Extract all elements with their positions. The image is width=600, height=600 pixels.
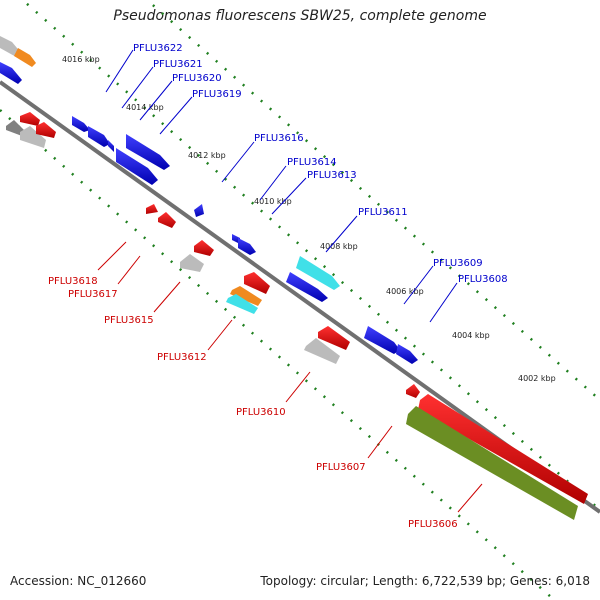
gene-feature-red[interactable] [194,240,214,256]
label-leader [221,141,255,183]
kbp-tick: 4014 kbp [126,103,164,112]
gene-feature-red[interactable] [406,384,420,398]
gene-feature-cyan[interactable] [296,256,340,290]
gene-feature-blue[interactable] [286,272,328,302]
gene-feature-orange[interactable] [230,286,262,306]
gene-label-pflu3613[interactable]: PFLU3613 [307,170,357,181]
gene-label-pflu3620[interactable]: PFLU3620 [172,73,222,84]
gene-label-pflu3614[interactable]: PFLU3614 [287,157,337,168]
kbp-tick: 4004 kbp [452,331,490,340]
gene-label-pflu3606[interactable]: PFLU3606 [408,519,458,530]
label-leader [457,483,483,513]
gene-feature-blue[interactable] [0,62,22,84]
gene-feature-blue[interactable] [396,344,418,364]
label-leader [367,425,393,459]
reverse-gene-labels: PFLU3618 PFLU3617 PFLU3615 PFLU3612 PFLU… [48,241,483,530]
gene-feature-cyan[interactable] [226,294,258,314]
gene-feature-blue[interactable] [72,116,90,132]
gene-feature-gray[interactable] [180,254,204,272]
gene-feature-blue[interactable] [116,148,158,185]
label-leader [403,265,434,305]
kbp-tick: 4008 kbp [320,242,358,251]
gene-feature-blue[interactable] [88,126,110,147]
kbp-tick: 4016 kbp [62,55,100,64]
gene-feature-red[interactable] [146,204,158,214]
gene-feature-olive[interactable] [406,406,578,520]
gene-label-pflu3617[interactable]: PFLU3617 [68,289,118,300]
gene-feature-red[interactable] [244,272,270,294]
gene-feature-red[interactable] [418,394,588,504]
gene-feature-blue[interactable] [108,140,114,152]
label-leader [159,96,193,135]
gene-feature-gray[interactable] [20,126,46,148]
label-leader [207,319,233,351]
label-leader [259,165,287,201]
gene-label-pflu3615[interactable]: PFLU3615 [104,315,154,326]
gene-feature-blue[interactable] [126,134,170,170]
gene-label-pflu3610[interactable]: PFLU3610 [236,407,286,418]
reverse-features [6,112,588,520]
label-leader [121,66,154,109]
gene-feature-blue[interactable] [364,326,400,354]
gene-label-pflu3622[interactable]: PFLU3622 [133,43,183,54]
label-leader [105,49,134,93]
gene-feature-orange[interactable] [14,48,36,67]
tick-track-inner [0,109,557,600]
topology-text: Topology: circular; Length: 6,722,539 bp… [260,574,590,588]
gene-feature-red[interactable] [36,122,56,138]
gene-label-pflu3618[interactable]: PFLU3618 [48,276,98,287]
label-leader [285,371,311,403]
label-leader [429,282,458,323]
kbp-tick: 4006 kbp [386,287,424,296]
label-leader [271,177,307,215]
gene-label-pflu3612[interactable]: PFLU3612 [157,352,207,363]
accession-text: Accession: NC_012660 [10,574,147,588]
kbp-tick: 4002 kbp [518,374,556,383]
gene-label-pflu3616[interactable]: PFLU3616 [254,133,304,144]
forward-features [0,36,418,364]
gene-feature-gray[interactable] [6,120,24,136]
kbp-tick: 4010 kbp [254,197,292,206]
gene-feature-red[interactable] [20,112,40,126]
tick-track-forward [20,0,600,511]
gene-label-pflu3607[interactable]: PFLU3607 [316,462,366,473]
kbp-ticks: 4016 kbp 4014 kbp 4012 kbp 4010 kbp 4008… [62,55,556,383]
label-leader [117,255,141,285]
forward-gene-labels: PFLU3622 PFLU3621 PFLU3620 PFLU3619 PFLU… [105,43,508,323]
gene-feature-red[interactable] [158,212,176,228]
label-leader [153,281,181,313]
gene-label-pflu3621[interactable]: PFLU3621 [153,59,203,70]
label-leader [139,80,173,121]
label-leader [325,215,358,253]
gene-feature-blue[interactable] [194,204,204,217]
gene-label-pflu3608[interactable]: PFLU3608 [458,274,508,285]
kbp-tick: 4012 kbp [188,151,226,160]
gene-label-pflu3611[interactable]: PFLU3611 [358,207,408,218]
gene-feature-blue[interactable] [238,238,256,255]
label-leader [97,241,127,271]
gene-label-pflu3609[interactable]: PFLU3609 [433,258,483,269]
map-title: Pseudomonas fluorescens SBW25, complete … [113,8,487,24]
gene-feature-red[interactable] [318,326,350,350]
gene-label-pflu3619[interactable]: PFLU3619 [192,89,242,100]
gene-feature-gray[interactable] [304,338,340,364]
